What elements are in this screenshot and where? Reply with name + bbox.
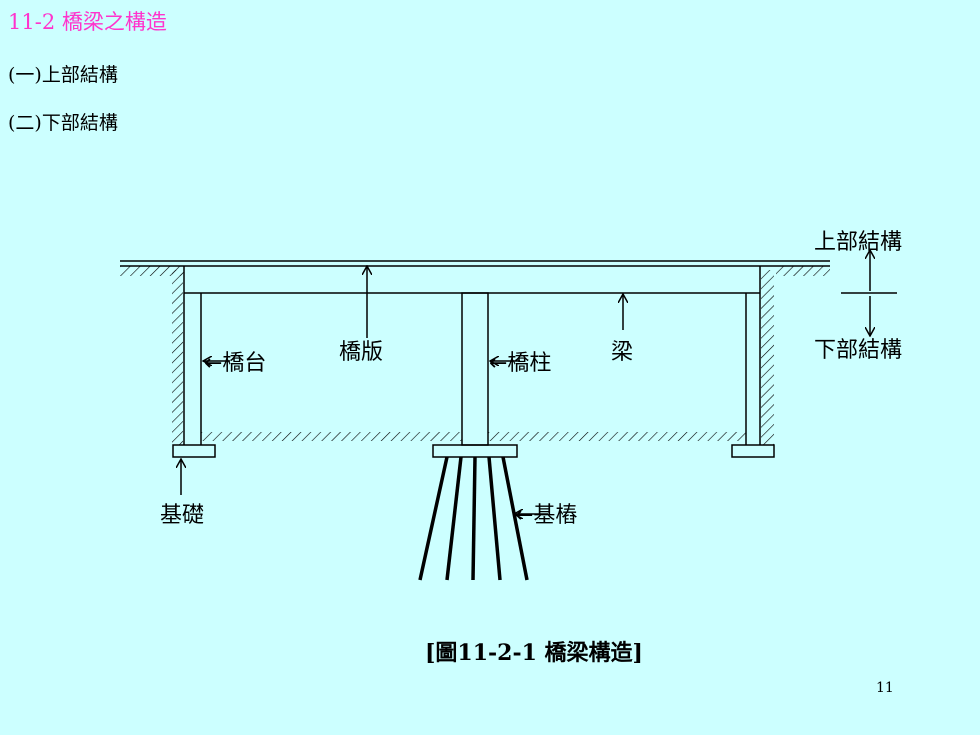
footing-center: [432, 444, 518, 458]
outline-item-substructure: (二)下部結構: [8, 112, 118, 134]
footing-left: [172, 444, 216, 458]
left-wall-hatch: [172, 270, 183, 445]
label-beam: 梁: [611, 340, 633, 365]
riverbed-hatch-left: [201, 432, 462, 441]
label-abutment: ←橋台: [204, 351, 266, 376]
outline-item-superstructure: (一)上部結構: [8, 64, 118, 86]
label-superstructure: 上部結構: [814, 230, 902, 255]
label-deck: 橋版: [339, 340, 383, 365]
slide-heading: 11-2 橋梁之構造: [8, 10, 167, 34]
riverbed-hatch-right: [488, 432, 746, 441]
ground-hatch-right: [776, 266, 830, 276]
right-wall-hatch: [761, 270, 774, 445]
label-substructure: 下部結構: [814, 338, 902, 363]
label-piles: ←基樁: [515, 503, 577, 528]
label-footing: 基礎: [160, 503, 204, 528]
page-number: 11: [876, 680, 894, 696]
ground-hatch-left: [120, 266, 184, 276]
figure-caption: [圖11-2-1 橋梁構造]: [425, 640, 643, 666]
piles: [418, 456, 529, 581]
label-pier: ←橋柱: [489, 351, 551, 376]
footing-right: [731, 444, 775, 458]
pier-column: [461, 292, 489, 446]
